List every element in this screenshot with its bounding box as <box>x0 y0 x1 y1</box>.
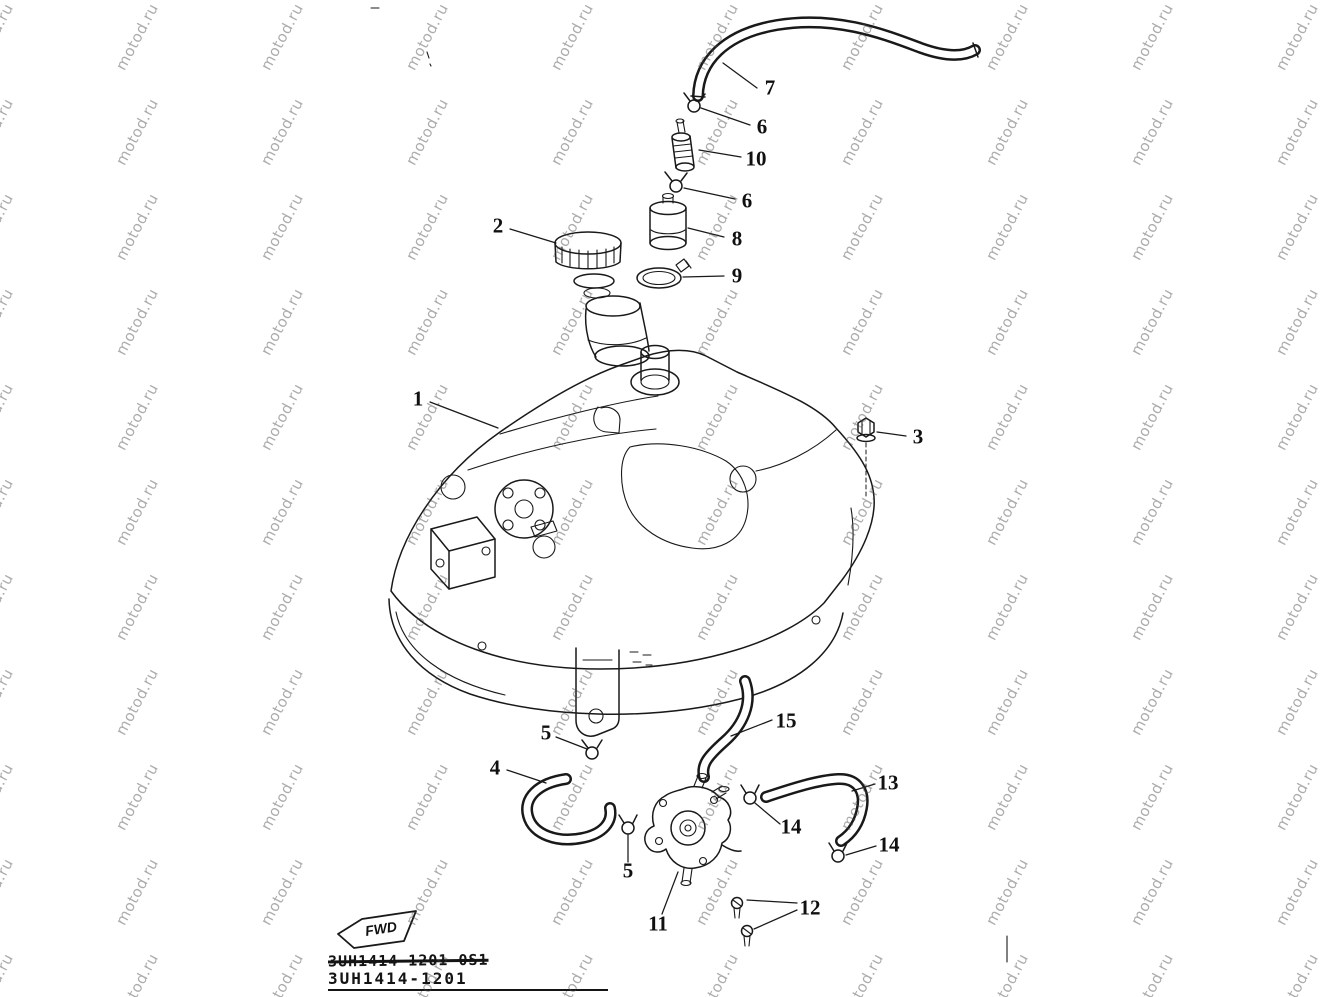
callout-5: 5 <box>622 858 634 883</box>
callout-14: 14 <box>878 832 900 857</box>
callout-10: 10 <box>745 146 767 171</box>
check-valve <box>671 118 695 172</box>
callout-9: 9 <box>731 263 743 288</box>
fwd-flag: FWD <box>337 910 417 949</box>
callout-15: 15 <box>775 708 797 733</box>
callout-5: 5 <box>540 720 552 745</box>
oil-hose-left <box>521 773 617 846</box>
hose-clamp <box>636 258 692 289</box>
breather-hose <box>690 16 981 102</box>
part-code-block: 3UH1414-1201-0S1 3UH1414-1201 <box>328 951 608 991</box>
oil-pump <box>644 772 742 887</box>
callout-3: 3 <box>912 424 924 449</box>
callout-1: 1 <box>412 386 424 411</box>
oil-hose-right <box>760 773 869 847</box>
callout-13: 13 <box>877 770 899 795</box>
callout-11: 11 <box>648 911 668 936</box>
filler-cap <box>554 231 622 299</box>
callout-6: 6 <box>756 114 768 139</box>
oil-filter <box>649 192 687 251</box>
hose-wire-clips <box>581 739 848 863</box>
part-code: 3UH1414-1201 <box>328 969 608 991</box>
callout-14: 14 <box>780 814 802 839</box>
callout-12: 12 <box>799 895 821 920</box>
callout-8: 8 <box>731 226 743 251</box>
spring-clip-lower <box>664 171 688 193</box>
callout-7: 7 <box>764 75 776 100</box>
oil-tank-body <box>388 344 875 737</box>
fwd-label: FWD <box>364 918 398 939</box>
filler-neck-tube <box>584 295 650 367</box>
oil-hose-feed <box>697 675 754 783</box>
callout-6: 6 <box>741 188 753 213</box>
scan-marks <box>370 7 1008 963</box>
callout-2: 2 <box>492 213 504 238</box>
pump-screws <box>730 896 754 947</box>
superseded-part-code: 3UH1414-1201-0S1 <box>327 950 489 971</box>
mount-bolt <box>856 417 876 498</box>
leader-lines <box>429 62 907 930</box>
callout-4: 4 <box>489 755 501 780</box>
